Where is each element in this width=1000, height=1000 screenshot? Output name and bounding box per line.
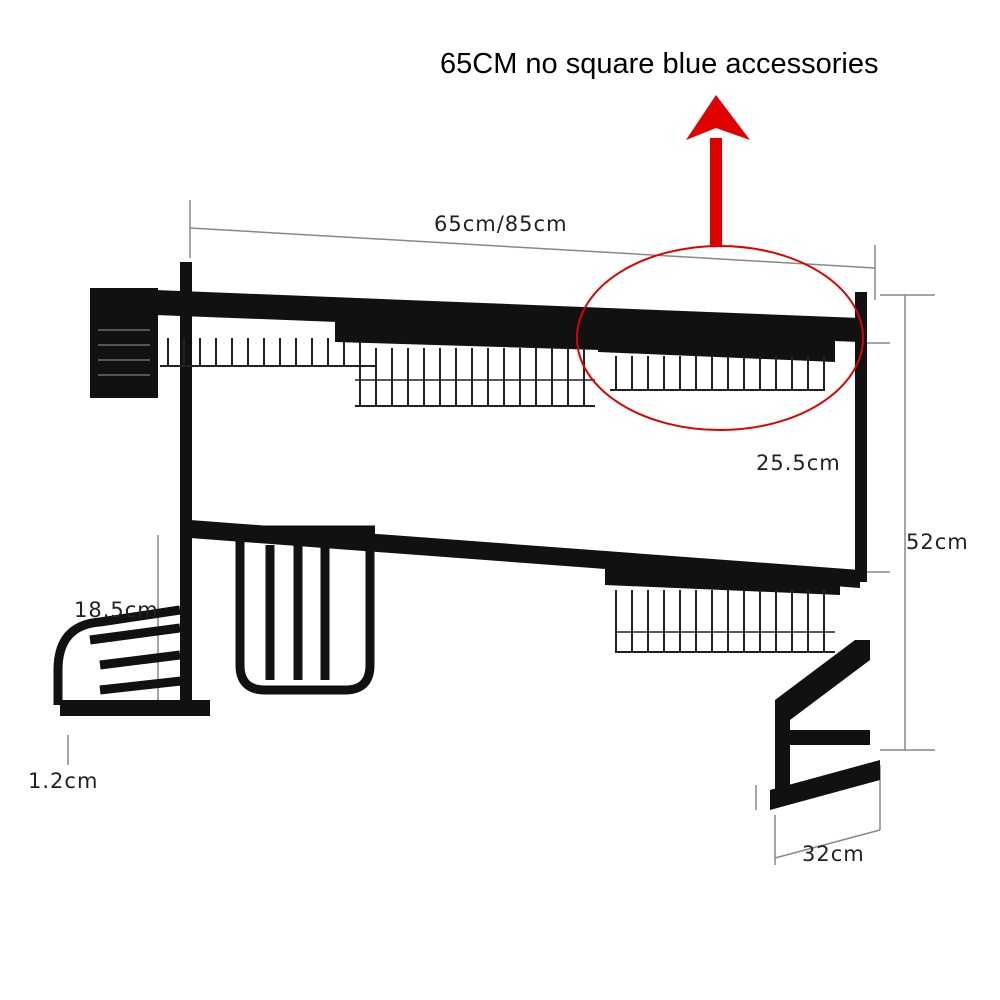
lower-basket xyxy=(605,560,840,653)
side-rack-dimension-label: 18.5cm xyxy=(74,598,159,622)
rack-frame xyxy=(60,262,880,810)
cutting-board-rack xyxy=(225,525,375,695)
depth-dimension-label: 32cm xyxy=(802,842,865,866)
dimension-lines xyxy=(67,200,935,865)
caption-text: 65CM no square blue accessories xyxy=(440,48,879,80)
top-right-basket xyxy=(598,330,835,391)
tier-gap-dimension-label: 25.5cm xyxy=(756,451,841,475)
side-rack xyxy=(53,605,191,705)
foot-dimension-label: 1.2cm xyxy=(28,769,99,793)
height-dimension-label: 52cm xyxy=(906,530,969,554)
highlight-annotation xyxy=(576,95,864,431)
top-middle-basket xyxy=(335,318,600,407)
top-left-basket xyxy=(160,338,375,367)
utensil-holder xyxy=(90,288,158,398)
width-dimension-label: 65cm/85cm xyxy=(434,212,568,236)
